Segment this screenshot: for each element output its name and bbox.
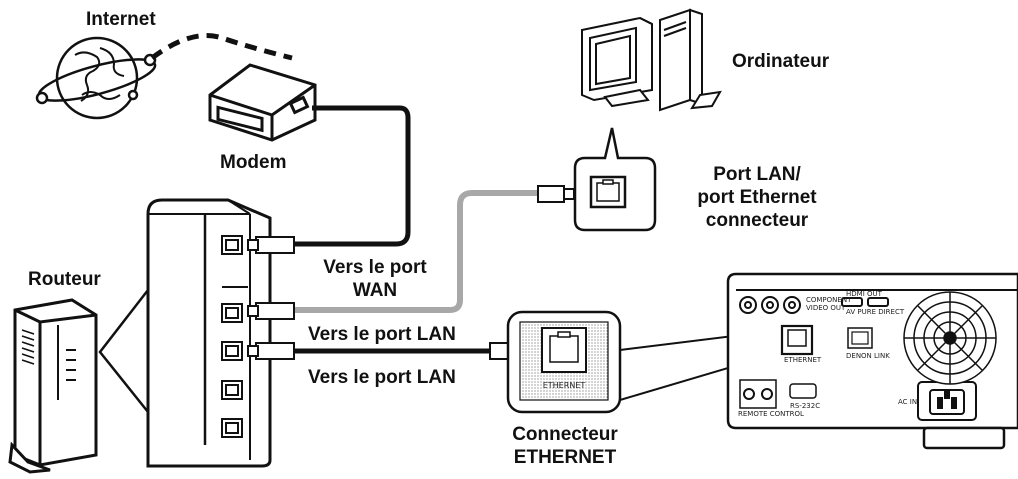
component-label: COMPONENT <box>806 296 852 304</box>
port-lan-line-1: Port LAN/ <box>713 164 801 185</box>
av-pure-direct-label: AV PURE DIRECT <box>846 308 905 316</box>
device-panel-text: COMPONENT VIDEO OUT HDMI OUT AV PURE DIR… <box>738 290 917 418</box>
player-rear-panel <box>726 272 1018 450</box>
fan-grille-icon <box>903 291 997 385</box>
vers-wan-line-1: Vers le port <box>323 257 427 278</box>
router-icon <box>8 298 98 474</box>
vers-lan-label-1: Vers le port LAN <box>308 324 456 345</box>
wan-plug <box>247 236 295 254</box>
modem-icon <box>208 63 317 142</box>
router-wan-port <box>221 235 243 255</box>
denon-link-label: DENON LINK <box>846 352 890 360</box>
router-zoom-wedge <box>98 289 149 413</box>
router-ports <box>221 235 243 438</box>
vers-lan-label-2: Vers le port LAN <box>308 367 456 388</box>
internet-globe-icon <box>35 36 157 120</box>
video-out-label: VIDEO OUT <box>806 304 846 312</box>
device-ethernet-label: ETHERNET <box>784 356 822 364</box>
router-lan-port-3 <box>221 380 243 400</box>
router-lan-port-2 <box>221 341 243 361</box>
vers-wan-line-2: WAN <box>352 280 398 301</box>
router-plugs <box>247 236 295 360</box>
pc-lan-plug <box>247 302 295 320</box>
remote-control-label: REMOTE CONTROL <box>738 410 804 418</box>
pc-cable-plug <box>537 185 575 203</box>
ethernet-connector-callout <box>506 310 622 414</box>
connecteur-line-2: ETHERNET <box>513 447 617 468</box>
router-lan-port-1 <box>221 303 243 323</box>
wan-cable <box>293 105 411 247</box>
ordinateur-label: Ordinateur <box>732 51 830 72</box>
pc-lan-cable <box>293 190 540 313</box>
computer-icon <box>581 8 722 112</box>
ac-in-label: AC IN <box>898 398 917 406</box>
ethernet-jack-label: ETHERNET <box>543 381 586 390</box>
port-lan-line-3: connecteur <box>705 210 809 231</box>
modem-label: Modem <box>220 152 287 173</box>
connecteur-line-1: Connecteur <box>512 424 618 445</box>
router-lan-port-4 <box>221 418 243 438</box>
vers-wan-label: Vers le port WAN <box>300 256 450 302</box>
pc-lan-port-callout <box>573 127 657 232</box>
internet-label: Internet <box>86 9 156 30</box>
routeur-label: Routeur <box>28 269 101 290</box>
port-lan-label: Port LAN/ port Ethernet connecteur <box>672 163 842 232</box>
rs232c-label: RS-232C <box>790 402 820 410</box>
connecteur-ethernet-label: Connecteur ETHERNET <box>490 423 640 469</box>
hdmi-out-label: HDMI OUT <box>846 290 883 298</box>
internet-dashed-link <box>150 33 293 61</box>
player-lan-plug <box>247 342 295 360</box>
port-lan-line-2: port Ethernet <box>697 187 817 208</box>
